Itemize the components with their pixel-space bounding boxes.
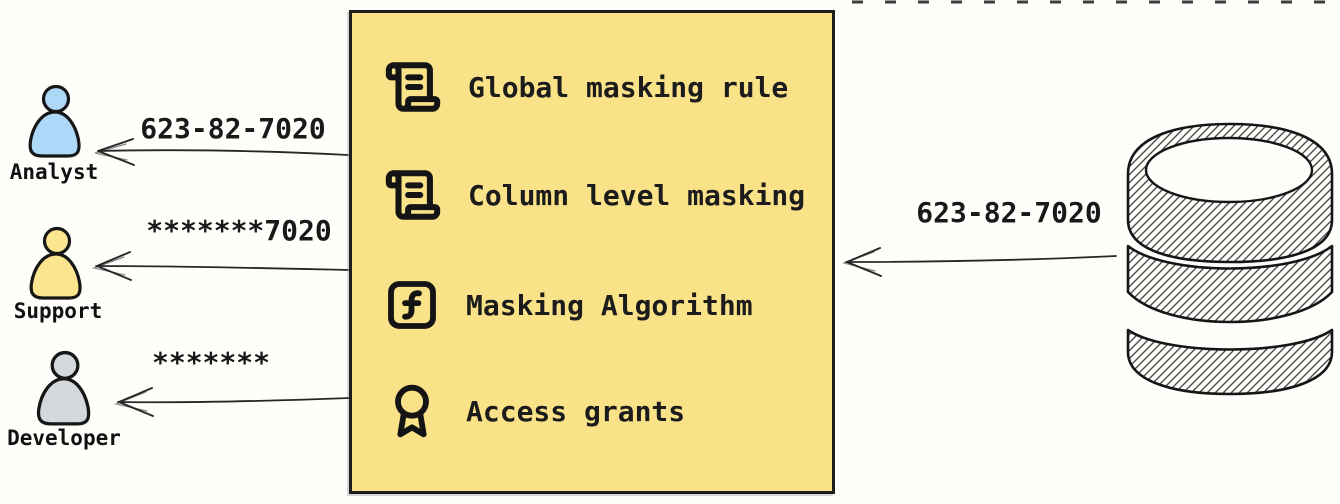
support-person-icon	[21, 226, 91, 304]
masking-box: Global masking rule Column level masking…	[349, 10, 835, 494]
developer-label: Developer	[7, 426, 121, 450]
scroll-icon	[385, 170, 441, 220]
arrow-database-to-box	[841, 247, 1117, 277]
analyst-head	[41, 84, 71, 114]
developer-person-icon	[27, 350, 97, 428]
analyst-body	[28, 110, 81, 158]
arrow-to-developer	[113, 387, 351, 417]
function-square-icon	[388, 281, 436, 329]
masking-box-item-label: Column level masking	[468, 178, 806, 212]
support-flow-value: *******7020	[146, 214, 332, 247]
analyst-flow-value: 623-82-7020	[140, 112, 326, 145]
support-head	[42, 226, 72, 256]
support-label: Support	[13, 299, 103, 323]
developer-flow-value: *******	[151, 346, 270, 379]
analyst-label: Analyst	[9, 160, 99, 184]
developer-head	[50, 350, 80, 380]
database-icon	[1126, 122, 1334, 396]
masking-box-item-global-rule: Global masking rule	[384, 55, 788, 119]
analyst-person-icon	[20, 84, 90, 162]
masking-box-item-label: Access grants	[466, 394, 686, 428]
database-flow-value: 623-82-7020	[916, 196, 1102, 229]
arrow-to-analyst	[94, 138, 349, 166]
masking-box-item-label: Global masking rule	[468, 70, 789, 104]
masking-box-item-label: Masking Algorithm	[466, 288, 753, 322]
masking-box-item-column-masking: Column level masking	[384, 163, 805, 227]
masking-box-item-masking-algorithm: Masking Algorithm	[384, 273, 753, 337]
support-body	[29, 252, 82, 300]
developer-body	[36, 377, 91, 426]
scroll-icon	[385, 62, 441, 112]
masking-box-item-access-grants: Access grants	[384, 379, 685, 443]
arrow-to-support	[91, 251, 349, 281]
award-icon	[395, 384, 429, 438]
database-top-ellipse	[1144, 136, 1314, 204]
